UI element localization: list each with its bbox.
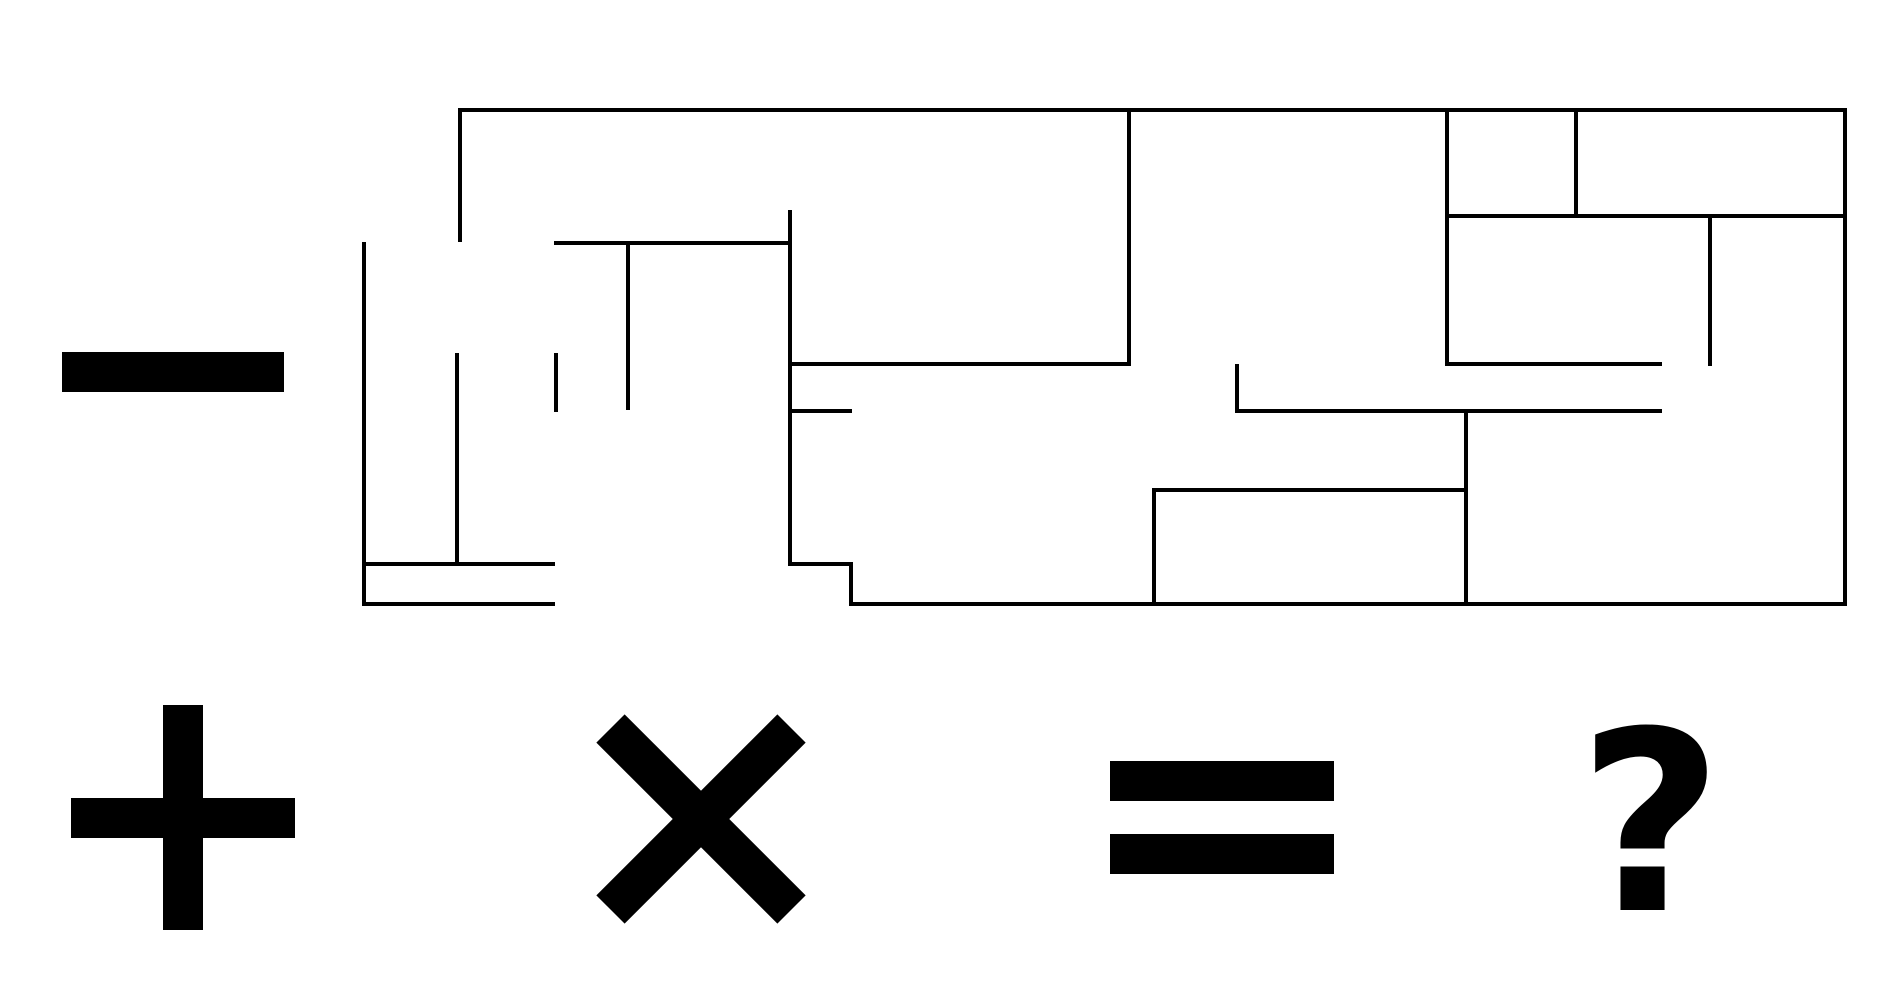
equals-sign-icon <box>1110 761 1334 874</box>
plus-sign-icon <box>71 705 295 930</box>
question-mark: ? <box>1578 678 1723 969</box>
multiplication-sign-icon <box>596 714 806 924</box>
line-figure <box>362 108 1847 606</box>
minus-sign-icon <box>62 352 284 392</box>
